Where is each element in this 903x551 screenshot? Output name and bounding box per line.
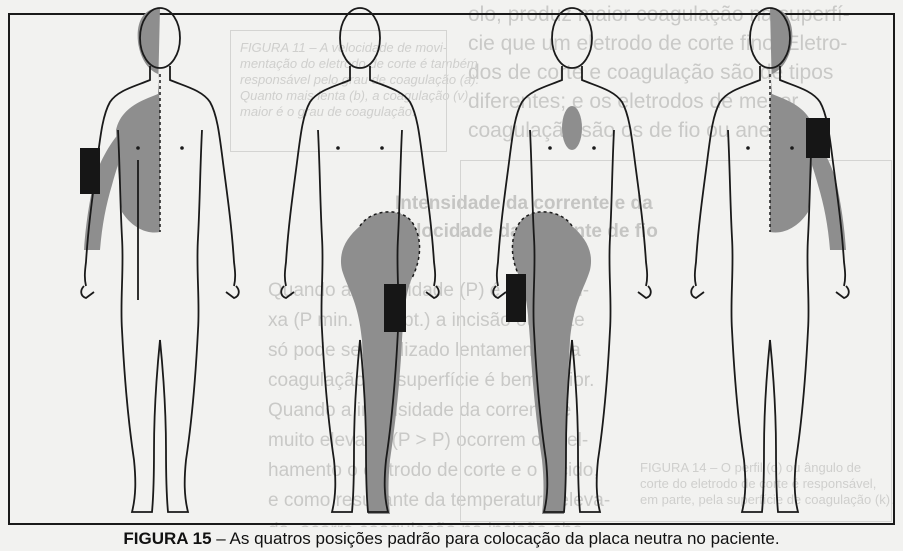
shaded-region — [84, 8, 160, 250]
nipple-dot — [336, 146, 340, 150]
nipple-dot — [180, 146, 184, 150]
nipple-dot — [136, 146, 140, 150]
body-figure-3 — [462, 0, 682, 525]
nipple-dot — [592, 146, 596, 150]
placa-neutra-pad — [384, 284, 406, 332]
body-figure-1 — [50, 0, 270, 525]
placa-neutra-pad — [506, 274, 526, 322]
body-outline — [81, 8, 239, 512]
body-figure-4 — [660, 0, 880, 525]
nipple-dot — [380, 146, 384, 150]
placa-neutra-pad — [80, 148, 100, 194]
figure-caption: FIGURA 15 – As quatros posições padrão p… — [0, 527, 903, 551]
placa-neutra-pad — [806, 118, 830, 158]
caption-label: FIGURA 15 — [123, 529, 211, 548]
body-outline — [691, 8, 849, 512]
nipple-dot — [746, 146, 750, 150]
shaded-region — [341, 212, 420, 514]
caption-text: – As quatros posições padrão para coloca… — [212, 529, 780, 548]
nipple-dot — [790, 146, 794, 150]
body-figure-2 — [250, 0, 470, 525]
nipple-dot — [548, 146, 552, 150]
